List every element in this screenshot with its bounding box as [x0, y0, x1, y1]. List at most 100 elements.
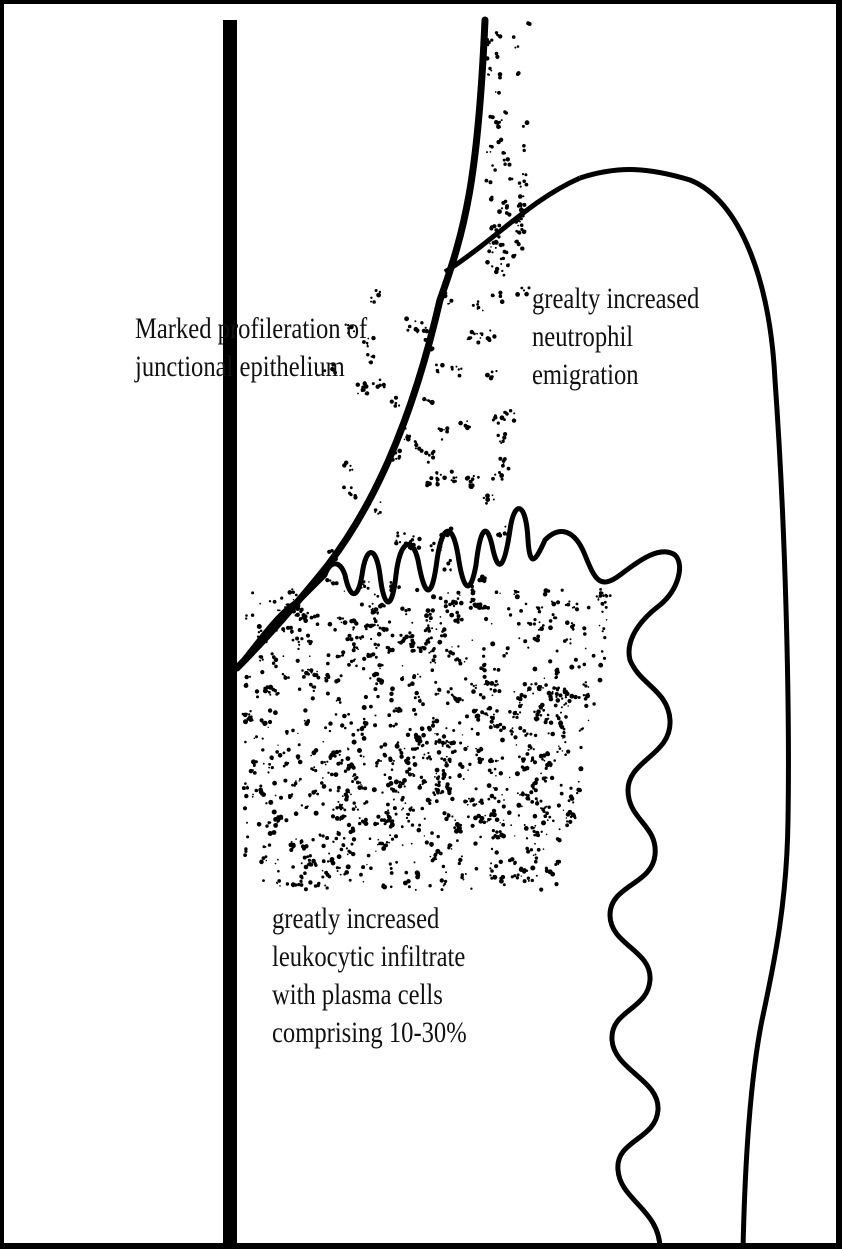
stipple-dot	[298, 743, 301, 746]
stipple-dot	[521, 694, 523, 696]
stipple-dot	[320, 781, 324, 785]
stipple-dot	[353, 646, 356, 649]
stipple-dot	[601, 592, 604, 595]
stipple-dot	[430, 831, 434, 835]
stipple-dot	[400, 677, 404, 681]
stipple-dot	[295, 637, 299, 641]
stipple-dot	[335, 806, 338, 809]
stipple-dot	[446, 761, 448, 763]
stipple-dot	[550, 776, 554, 780]
stipple-dot	[436, 733, 439, 736]
stipple-dot	[533, 814, 538, 819]
stipple-dot	[493, 499, 495, 501]
stipple-dot	[315, 885, 317, 887]
stipple-dot	[424, 835, 425, 836]
stipple-dot	[501, 207, 503, 209]
stipple-dot	[443, 429, 445, 431]
stipple-dot	[557, 803, 561, 807]
stipple-dot	[503, 159, 506, 162]
stipple-dot	[513, 861, 517, 865]
stipple-dot	[415, 328, 419, 332]
stipple-dot	[296, 659, 300, 663]
stipple-dot	[582, 727, 584, 729]
stipple-dot	[425, 781, 427, 783]
stipple-dot	[540, 807, 542, 809]
stipple-dot	[438, 781, 441, 784]
stipple-dot	[473, 332, 476, 335]
stipple-dot	[415, 889, 417, 891]
stipple-dot	[497, 209, 502, 214]
stipple-dot	[395, 781, 398, 784]
stipple-dot	[374, 607, 377, 610]
stipple-dot	[384, 811, 387, 814]
stipple-dot	[483, 675, 487, 679]
stipple-dot	[545, 811, 549, 815]
stipple-dot	[396, 531, 399, 534]
stipple-dot	[401, 753, 403, 755]
stipple-dot	[536, 635, 540, 639]
stipple-dot	[245, 683, 248, 686]
stipple-dot	[494, 768, 497, 771]
stipple-dot	[431, 724, 435, 728]
stipple-dot	[304, 720, 306, 722]
stipple-dot	[351, 829, 355, 833]
stipple-dot	[298, 644, 300, 646]
stipple-dot	[557, 716, 561, 720]
stipple-dot	[341, 814, 345, 818]
stipple-dot	[554, 704, 558, 708]
stipple-dot	[578, 696, 581, 699]
stipple-dot	[462, 699, 464, 701]
stipple-dot	[495, 590, 499, 594]
stipple-dot	[520, 287, 523, 290]
stipple-dot	[388, 776, 392, 780]
stipple-dot	[565, 692, 569, 696]
stipple-dot	[321, 876, 324, 879]
stipple-dot	[444, 817, 448, 821]
stipple-dot	[382, 818, 386, 822]
stipple-dot	[406, 329, 409, 332]
stipple-dot	[441, 888, 444, 891]
stipple-dot	[429, 758, 432, 761]
stipple-dot	[369, 677, 371, 679]
stipple-dot	[491, 848, 493, 850]
stipple-dot	[488, 759, 493, 764]
stipple-dot	[476, 333, 478, 335]
stipple-dot	[522, 125, 525, 128]
stipple-dot	[352, 740, 357, 745]
stipple-dot	[279, 755, 281, 757]
stipple-dot	[490, 641, 495, 646]
stipple-dot	[537, 638, 540, 641]
stipple-dot	[499, 860, 503, 864]
stipple-dot	[437, 835, 440, 838]
stipple-dot	[557, 863, 559, 865]
stipple-dot	[437, 693, 439, 695]
stipple-dot	[449, 787, 452, 790]
stipple-dot	[337, 789, 340, 792]
stipple-dot	[391, 819, 394, 822]
stipple-dot	[419, 676, 421, 678]
stipple-dot	[513, 691, 515, 693]
stipple-dot	[343, 809, 346, 812]
stipple-dot	[534, 788, 538, 792]
stipple-dot	[454, 819, 456, 821]
stipple-dot	[357, 393, 359, 395]
stipple-dot	[471, 728, 474, 731]
stipple-dot	[268, 767, 270, 769]
stipple-dot	[301, 804, 303, 806]
stipple-dot	[539, 754, 544, 759]
stipple-dot	[314, 769, 317, 772]
stipple-dot	[559, 747, 562, 750]
stipple-dot	[431, 549, 434, 552]
stipple-dot	[485, 680, 488, 683]
stipple-dot	[386, 803, 390, 807]
stipple-dot	[483, 821, 487, 825]
stipple-dot	[324, 679, 328, 683]
stipple-dot	[311, 838, 314, 841]
stipple-dot	[419, 737, 421, 739]
stipple-dot	[303, 708, 307, 712]
stipple-dot	[297, 733, 298, 734]
stipple-dot	[469, 800, 472, 803]
stipple-dot	[517, 873, 520, 876]
stipple-dot	[326, 662, 330, 666]
stipple-dot	[311, 859, 316, 864]
